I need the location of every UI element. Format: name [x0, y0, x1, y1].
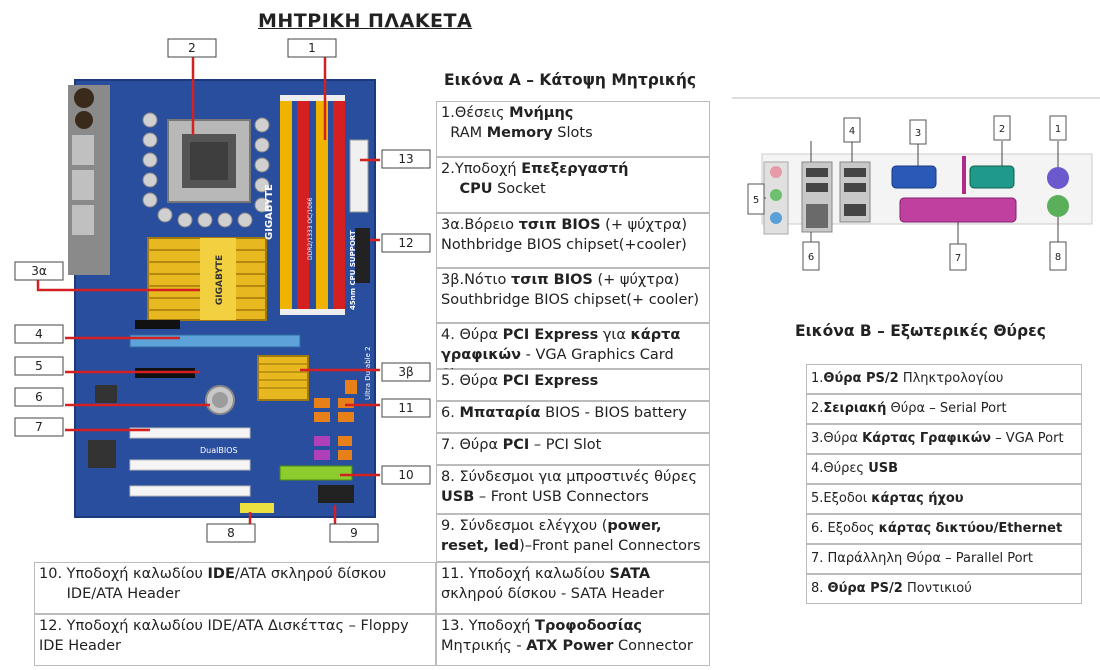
- pcie-x1-slot-a: [135, 320, 180, 329]
- legend-a-item-12: 12. Υποδοχή καλωδίου IDE/ATA Δισκέττας –…: [34, 614, 436, 666]
- port-callout-1: 1: [1055, 124, 1061, 135]
- legend-b-item-1: 1.Θύρα PS/2 Πληκτρολογίου: [806, 364, 1082, 394]
- vga-port: [891, 165, 937, 189]
- front-usb-connectors: [240, 503, 274, 513]
- ram-slot-2: [297, 95, 309, 315]
- legend-b-item-6: 6. Εξοδος κάρτας δικτύου/Ethernet: [806, 514, 1082, 544]
- legend-b-item-2: 2.Σειριακή Θύρα – Serial Port: [806, 394, 1082, 424]
- southbridge-heatsink: [257, 355, 309, 401]
- legend-a-item-2: 2.Υποδοχή Επεξεργαστή CPU Socket: [436, 157, 710, 213]
- callout-3a-label: 3α: [31, 264, 47, 278]
- dual-bios-text: DualBIOS: [200, 446, 238, 455]
- brand-text: GIGABYTE: [264, 184, 275, 240]
- callout-7-label: 7: [35, 420, 43, 434]
- legend-text: 5. Θύρα PCI Express: [441, 373, 599, 389]
- legend-a-item-5: 5. Θύρα PCI Express: [436, 369, 710, 401]
- legend-text: 1.Θέσεις Μνήμης RAM Memory Slots: [441, 105, 593, 141]
- ps2-keyboard-port: [1047, 167, 1069, 189]
- legend-text: 6. Μπαταρία BIOS - BIOS battery: [441, 405, 687, 421]
- legend-a-item-10: 10. Υποδοχή καλωδίου IDE/ATA σκληρού δίσ…: [34, 562, 436, 614]
- ultra-durable-text: Ultra Durable 2: [364, 346, 372, 400]
- front-panel-connectors: [318, 485, 354, 503]
- legend-text: 7. Θύρα PCI – PCI Slot: [441, 437, 602, 453]
- legend-b-item-8: 8. Θύρα PS/2 Ποντικιού: [806, 574, 1082, 604]
- callout-12-label: 12: [398, 236, 413, 250]
- pci-slot-2: [129, 459, 251, 471]
- legend-text: 5.Εξοδοι κάρτας ήχου: [811, 491, 964, 506]
- parallel-port: [899, 197, 1017, 223]
- sata-headers: [314, 380, 357, 422]
- legend-text: 12. Υποδοχή καλωδίου IDE/ATA Δισκέττας –…: [39, 618, 409, 654]
- legend-a-item-3a: 3α.Βόρειο τσιπ BIOS (+ ψύχτρα) Nothbridg…: [436, 213, 710, 268]
- cpu-support-text: 45nm CPU SUPPORT: [349, 230, 357, 310]
- legend-text: 8. Σύνδεσμοι για μπροστινές θύρες USB – …: [441, 469, 697, 505]
- motherboard-image: GIGABYTE GIGABYTE DDR2/1333 OC/1066 45nm…: [14, 38, 431, 543]
- legend-text: 10. Υποδοχή καλωδίου IDE/ATA σκληρού δίσ…: [39, 566, 387, 602]
- legend-a-item-13: 13. Υποδοχή Τροφοδοσίας Μητρικής - ATX P…: [436, 614, 710, 666]
- port-callout-8: 8: [1055, 252, 1061, 263]
- atx-power-connector: [349, 139, 369, 213]
- legend-text: 7. Παράλληλη Θύρα – Parallel Port: [811, 551, 1034, 566]
- legend-b-item-5: 5.Εξοδοι κάρτας ήχου: [806, 484, 1082, 514]
- callout-3b-label: 3β: [398, 365, 413, 379]
- legend-text: 6. Εξοδος κάρτας δικτύου/Ethernet: [811, 521, 1063, 536]
- pci-slot-1: [129, 427, 251, 439]
- chip-brand-text: GIGABYTE: [215, 255, 225, 305]
- callout-10-label: 10: [398, 468, 413, 482]
- callout-2-label: 2: [188, 41, 196, 55]
- legend-a-item-7: 7. Θύρα PCI – PCI Slot: [436, 433, 710, 465]
- port-callout-4: 4: [849, 126, 855, 137]
- callout-1-label: 1: [308, 41, 316, 55]
- legend-text: 2.Σειριακή Θύρα – Serial Port: [811, 401, 1007, 416]
- legend-text: 8. Θύρα PS/2 Ποντικιού: [811, 581, 972, 596]
- legend-a-item-9: 9. Σύνδεσμοι ελέγχου (power, reset, led)…: [436, 514, 710, 562]
- legend-text: 9. Σύνδεσμοι ελέγχου (power, reset, led)…: [441, 518, 701, 554]
- legend-text: 11. Υποδοχή καλωδίου SATA σκληρού δίσκου…: [441, 566, 665, 602]
- legend-b-item-7: 7. Παράλληλη Θύρα – Parallel Port: [806, 544, 1082, 574]
- ps2-mouse-port: [1047, 195, 1069, 217]
- ide-header: [279, 465, 353, 481]
- callout-5-label: 5: [35, 359, 43, 373]
- floppy-header: [355, 228, 370, 283]
- callout-9-label: 9: [350, 526, 358, 540]
- rear-ports-image: 1 2 3 4 5 6 7 8: [732, 97, 1100, 271]
- callout-boxes: [14, 38, 431, 543]
- port-callout-5: 5: [753, 195, 759, 206]
- ram-slot-4: [333, 95, 345, 315]
- legend-text: 3β.Νότιο τσιπ BIOS (+ ψύχτρα) Southbridg…: [441, 272, 699, 308]
- legend-a-item-1: 1.Θέσεις Μνήμης RAM Memory Slots: [436, 101, 710, 157]
- port-callout-6: 6: [808, 252, 814, 263]
- ram-slot-3: [316, 95, 328, 315]
- callout-6-label: 6: [35, 390, 43, 404]
- legend-a-item-11: 11. Υποδοχή καλωδίου SATA σκληρού δίσκου…: [436, 562, 710, 614]
- legend-a-item-4: 4. Θύρα PCI Express για κάρτα γραφικών -…: [436, 323, 710, 383]
- port-callout-3: 3: [915, 128, 921, 139]
- legend-text: 13. Υποδοχή Τροφοδοσίας Μητρικής - ATX P…: [441, 618, 693, 654]
- legend-text: 1.Θύρα PS/2 Πληκτρολογίου: [811, 371, 1004, 386]
- legend-a-item-3b: 3β.Νότιο τσιπ BIOS (+ ψύχτρα) Southbridg…: [436, 268, 710, 323]
- legend-text: 4.Θύρες USB: [811, 461, 899, 476]
- legend-text: 3.Θύρα Κάρτας Γραφικών – VGA Port: [811, 431, 1064, 446]
- audio-jacks: [763, 161, 789, 235]
- page-title: ΜΗΤΡΙΚΗ ΠΛΑΚΕΤΑ: [258, 10, 473, 32]
- port-callout-7: 7: [955, 253, 961, 264]
- slot-label-text: DDR2/1333 OC/1066: [307, 197, 314, 260]
- legend-a-item-6: 6. Μπαταρία BIOS - BIOS battery: [436, 401, 710, 433]
- legend-text: 2.Υποδοχή Επεξεργαστή CPU Socket: [441, 161, 629, 197]
- legend-text: 3α.Βόρειο τσιπ BIOS (+ ψύχτρα) Nothbridg…: [441, 217, 688, 253]
- legend-a-item-8: 8. Σύνδεσμοι για μπροστινές θύρες USB – …: [436, 465, 710, 514]
- figure-b-caption: Εικόνα Β – Εξωτερικές Θύρες: [795, 322, 1046, 340]
- serial-port: [969, 165, 1015, 189]
- callout-13-label: 13: [398, 152, 413, 166]
- callout-11-label: 11: [398, 401, 413, 415]
- pci-slot-3: [129, 485, 251, 497]
- legend-b-item-3: 3.Θύρα Κάρτας Γραφικών – VGA Port: [806, 424, 1082, 454]
- callout-4-label: 4: [35, 327, 43, 341]
- callout-8-label: 8: [227, 526, 235, 540]
- figure-a-caption: Εικόνα Α – Κάτοψη Μητρικής: [444, 71, 697, 89]
- port-callout-2: 2: [999, 124, 1005, 135]
- legend-b-item-4: 4.Θύρες USB: [806, 454, 1082, 484]
- ram-slot-1: [280, 95, 292, 315]
